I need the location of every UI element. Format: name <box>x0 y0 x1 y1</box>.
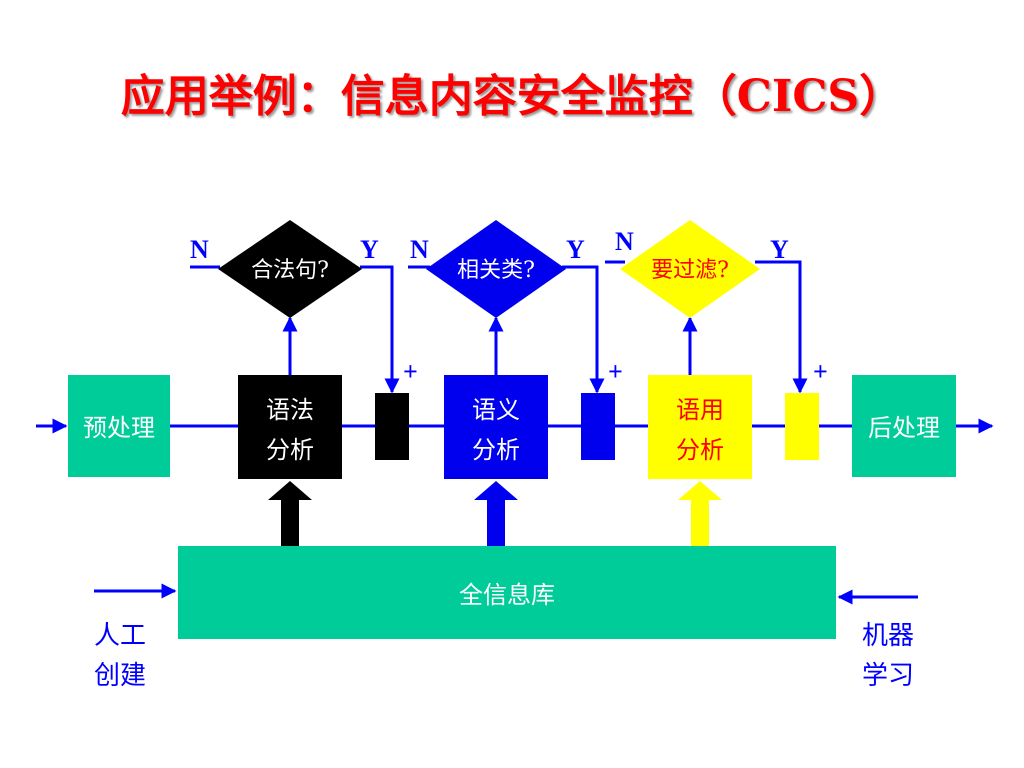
decision-filter-diamond <box>620 220 760 318</box>
semantic-analysis-box <box>444 375 548 479</box>
manual-caption-2: 创建 <box>94 661 146 691</box>
syntax-analysis-label-2: 分析 <box>266 436 314 464</box>
decision-relevant-label: 相关类? <box>457 258 535 283</box>
syntax-analysis-box <box>238 375 342 479</box>
page-title: 应用举例：信息内容安全监控（CICS） <box>120 71 904 122</box>
decision-filter-label: 要过滤? <box>651 258 729 283</box>
semantic-analysis-label-1: 语义 <box>472 396 520 424</box>
kb-arrow-to-pragmatic <box>678 481 722 547</box>
plus-sign-2: + <box>608 357 623 386</box>
pragmatic-analysis-label-2: 分析 <box>676 436 724 464</box>
kb-arrow-to-semantic <box>474 481 518 547</box>
syntax-analysis-label-1: 语法 <box>266 396 314 424</box>
branch-yes-relevant <box>562 265 605 394</box>
postprocess-box <box>852 375 956 477</box>
junction-block-blue <box>581 393 615 460</box>
branch-yes-legal <box>360 265 400 394</box>
decision-legal-label: 合法句? <box>251 258 329 283</box>
pragmatic-analysis-label-1: 语用 <box>676 396 724 424</box>
branch-yes-filter <box>755 260 808 394</box>
junction-block-yellow <box>785 393 819 460</box>
decision-relevant-diamond <box>426 220 566 318</box>
plus-sign-3: + <box>813 357 828 386</box>
label-no-filter: N <box>615 227 634 256</box>
machine-caption-1: 机器 <box>862 621 914 651</box>
pragmatic-analysis-box <box>648 375 752 479</box>
machine-caption-2: 学习 <box>862 661 914 691</box>
label-yes-relevant: Y <box>566 235 585 264</box>
label-yes-filter: Y <box>770 235 789 264</box>
label-no-legal: N <box>190 235 209 264</box>
label-no-relevant: N <box>410 235 429 264</box>
label-yes-legal: Y <box>360 235 379 264</box>
preprocess-box <box>68 375 170 477</box>
junction-block-black <box>375 393 409 460</box>
semantic-analysis-label-2: 分析 <box>472 436 520 464</box>
decision-legal-diamond <box>218 220 362 318</box>
knowledge-base-label: 全信息库 <box>459 581 555 609</box>
preprocess-label: 预处理 <box>83 414 155 442</box>
knowledge-base-box <box>178 546 836 639</box>
manual-caption-1: 人工 <box>94 621 146 651</box>
plus-sign-1: + <box>403 357 418 386</box>
kb-arrow-to-syntax <box>268 481 312 547</box>
postprocess-label: 后处理 <box>868 414 940 442</box>
